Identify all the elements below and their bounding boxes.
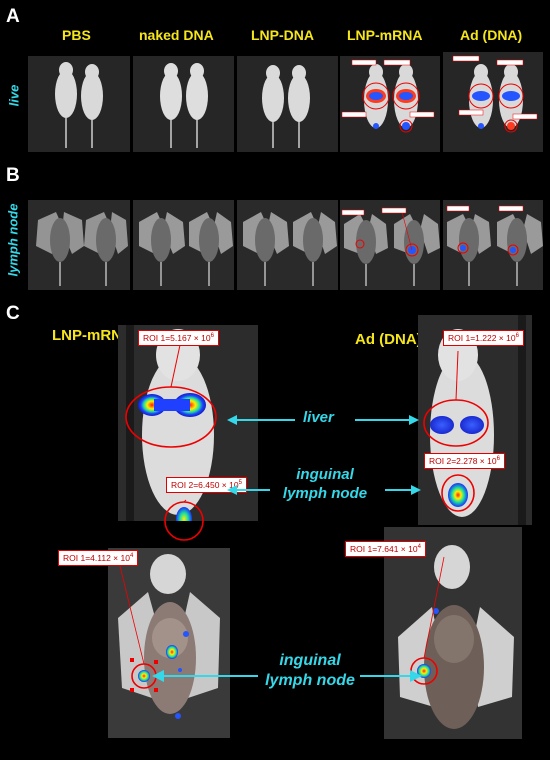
panel-a: A PBS naked DNA LNP-DNA LNP-mRNA Ad (DNA… <box>0 0 550 160</box>
roi-exponent: 6 <box>210 333 214 340</box>
dissected-ad-dna-large <box>384 527 522 739</box>
dissected-pbs <box>28 200 130 290</box>
bottom-inguinal-lymph-node-label: inguinal lymph node <box>255 651 365 691</box>
group-label-lnp-mrna: LNP-mRNA <box>347 27 423 43</box>
roi-label-ad-lymph-node: ROI 2=2.278 × 106 <box>424 453 505 469</box>
panel-label-a: A <box>6 6 20 27</box>
liver-label: liver <box>303 409 334 426</box>
inguinal-lymph-node-label: inguinal lymph node <box>270 465 380 503</box>
row-label-live: live <box>6 84 22 107</box>
dissected-ad-dna <box>443 200 543 290</box>
bottom-inguinal-line-2: lymph node <box>265 672 355 689</box>
roi-value: ROI 1=4.112 × 10 <box>63 553 130 563</box>
image-lnp-mrna-lymph-node <box>340 200 440 290</box>
roi-exponent: 6 <box>515 333 519 340</box>
roi-overlay-ad-whole-body <box>423 350 489 512</box>
roi-label-lnp-dissected: ROI 1=4.112 × 104 <box>58 550 139 566</box>
inguinal-line-1: inguinal <box>296 466 354 483</box>
panel-label-c: C <box>6 303 20 324</box>
roi-value: ROI 1=5.167 × 10 <box>143 333 211 343</box>
dissected-lnp-dna <box>237 200 338 290</box>
image-pbs-live <box>28 56 130 152</box>
image-pbs-lymph-node <box>28 200 130 290</box>
panel-b: B lymph node <box>0 160 550 295</box>
row-label-lymph-node: lymph node <box>5 203 21 277</box>
dissected-naked-dna <box>133 200 234 290</box>
roi-value: ROI 2=2.278 × 10 <box>429 456 497 466</box>
mice-ad-dna-live <box>443 52 543 152</box>
image-lnp-mrna-dissected <box>108 548 230 738</box>
image-ad-dna-dissected <box>384 527 522 739</box>
dissected-lnp-mrna-large <box>108 548 230 738</box>
mice-pbs-live <box>28 56 130 152</box>
roi-label-ad-dissected: ROI 1=7.641 × 104 <box>345 541 426 557</box>
image-ad-dna-live <box>443 52 543 152</box>
inguinal-line-2: lymph node <box>282 485 368 502</box>
bottom-inguinal-arrows <box>152 670 422 682</box>
roi-value: ROI 1=7.641 × 10 <box>350 544 418 554</box>
roi-overlay-lnp-whole-body <box>125 344 217 541</box>
mice-lnp-mrna-live <box>340 56 440 152</box>
roi-exponent: 4 <box>417 544 421 551</box>
roi-overlay-lnp-dissected <box>119 565 157 689</box>
roi-label-lnp-liver: ROI 1=5.167 × 106 <box>138 330 219 346</box>
image-naked-dna-live <box>133 56 234 152</box>
roi-value: ROI 2=6.450 × 10 <box>171 480 239 490</box>
liver-arrows <box>227 415 419 425</box>
roi-value: ROI 1=1.222 × 10 <box>448 333 516 343</box>
image-naked-dna-lymph-node <box>133 200 234 290</box>
lnp-mrna-title: LNP-mRNA <box>52 327 133 344</box>
roi-exponent: 4 <box>129 553 134 560</box>
roi-exponent: 6 <box>496 456 500 463</box>
mice-lnp-dna-live <box>237 56 338 152</box>
bottom-inguinal-line-1: inguinal <box>279 652 341 669</box>
image-lnp-dna-live <box>237 56 338 152</box>
roi-overlay-ad-dissected <box>410 556 445 685</box>
group-label-ad-dna: Ad (DNA) <box>460 27 523 43</box>
mice-naked-dna-live <box>133 56 234 152</box>
group-label-lnp-dna: LNP-DNA <box>251 27 314 43</box>
group-label-naked-dna: naked DNA <box>139 27 214 43</box>
image-lnp-dna-lymph-node <box>237 200 338 290</box>
image-lnp-mrna-live <box>340 56 440 152</box>
inguinal-arrows <box>227 485 421 495</box>
dissected-lnp-mrna <box>340 200 440 290</box>
group-label-pbs: PBS <box>62 27 91 43</box>
roi-label-lnp-lymph-node: ROI 2=6.450 × 105 <box>166 477 247 493</box>
roi-exponent: 5 <box>238 480 242 487</box>
roi-label-ad-liver: ROI 1=1.222 × 106 <box>443 330 524 346</box>
ad-dna-title: Ad (DNA) <box>355 331 422 348</box>
panel-label-b: B <box>6 165 20 186</box>
image-ad-dna-lymph-node <box>443 200 543 290</box>
panel-c: C LNP-mRNA Ad (DNA) <box>0 295 550 760</box>
